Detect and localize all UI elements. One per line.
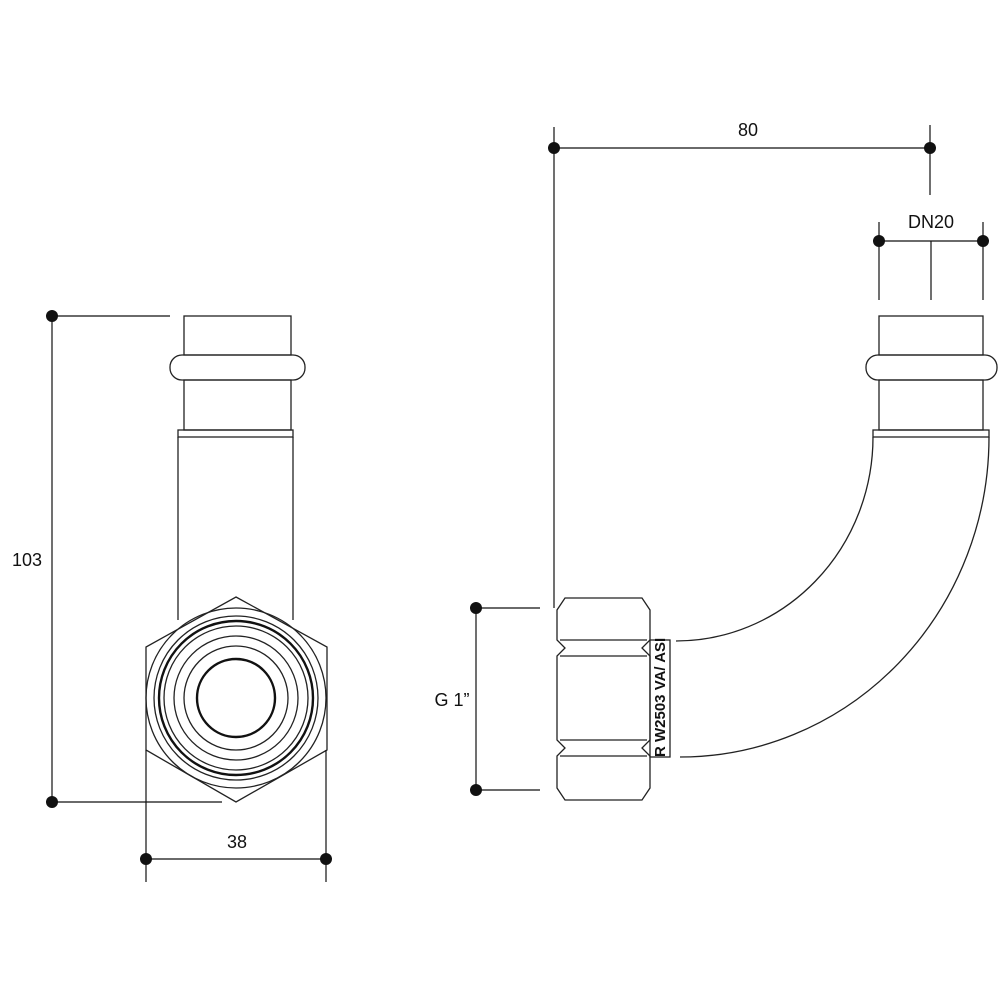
length-label: 80 [738,120,758,140]
dn-label: DN20 [908,212,954,232]
dimension-width: 38 [140,750,332,882]
dimension-height: 103 [12,310,222,808]
thread-label: G 1” [434,690,469,710]
dimension-thread: G 1” [434,602,540,796]
product-marking: R W2503 VA/ ASI [652,638,669,757]
dimension-length: 80 [548,120,936,608]
width-label: 38 [227,832,247,852]
height-label: 103 [12,550,42,570]
side-view: R W2503 VA/ ASI [556,315,998,801]
front-view [145,315,328,803]
dimension-dn: DN20 [873,212,989,300]
